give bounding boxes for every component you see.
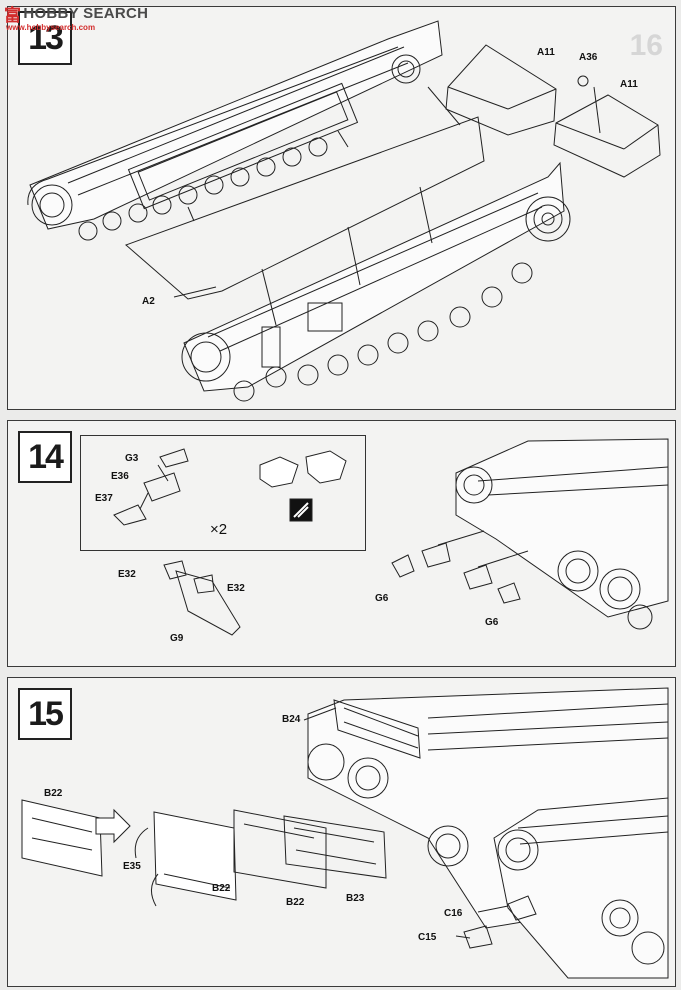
label-a11-right: A11 bbox=[620, 79, 638, 90]
label-g9: G9 bbox=[170, 633, 184, 644]
label-b22-mid: B22 bbox=[212, 883, 231, 894]
step-number: 13 bbox=[18, 11, 72, 65]
step-15-panel: 15 bbox=[7, 677, 676, 987]
label-g6-left: G6 bbox=[375, 593, 389, 604]
label-c16: C16 bbox=[444, 908, 463, 919]
label-g6-right: G6 bbox=[485, 617, 499, 628]
label-b22-bottom: B22 bbox=[286, 897, 305, 908]
subassembly-inset: ×2 bbox=[80, 435, 366, 551]
label-b24: B24 bbox=[282, 714, 301, 725]
quantity-multiplier: ×2 bbox=[210, 521, 228, 538]
step-number: 14 bbox=[18, 431, 72, 483]
label-a2: A2 bbox=[142, 296, 155, 307]
step-13-panel: 13 16 bbox=[7, 6, 676, 410]
watermark-logo: 富 HOBBY SEARCH bbox=[4, 2, 149, 25]
step-number: 15 bbox=[18, 688, 72, 740]
label-c15: C15 bbox=[418, 932, 437, 943]
label-e37: E37 bbox=[95, 493, 113, 504]
step-14-panel: 14 ×2 bbox=[7, 420, 676, 667]
label-e32-right: E32 bbox=[227, 583, 245, 594]
label-e36: E36 bbox=[111, 471, 129, 482]
label-b22-left: B22 bbox=[44, 788, 63, 799]
label-e35: E35 bbox=[123, 861, 141, 872]
step-14-illustration bbox=[113, 438, 669, 636]
label-b23: B23 bbox=[346, 893, 365, 904]
watermark-brand: HOBBY SEARCH bbox=[23, 4, 149, 22]
watermark-chinese-char: 富 bbox=[4, 5, 22, 25]
label-e32-left: E32 bbox=[118, 569, 136, 580]
step-13-illustration bbox=[27, 20, 661, 402]
step-15-illustration bbox=[21, 687, 669, 979]
watermark-url: www.hobbysearch.com bbox=[6, 23, 96, 32]
ghost-page-number: 16 bbox=[629, 29, 663, 62]
label-g3: G3 bbox=[125, 453, 139, 464]
label-a11-top: A11 bbox=[537, 47, 555, 58]
label-a36: A36 bbox=[579, 52, 598, 63]
